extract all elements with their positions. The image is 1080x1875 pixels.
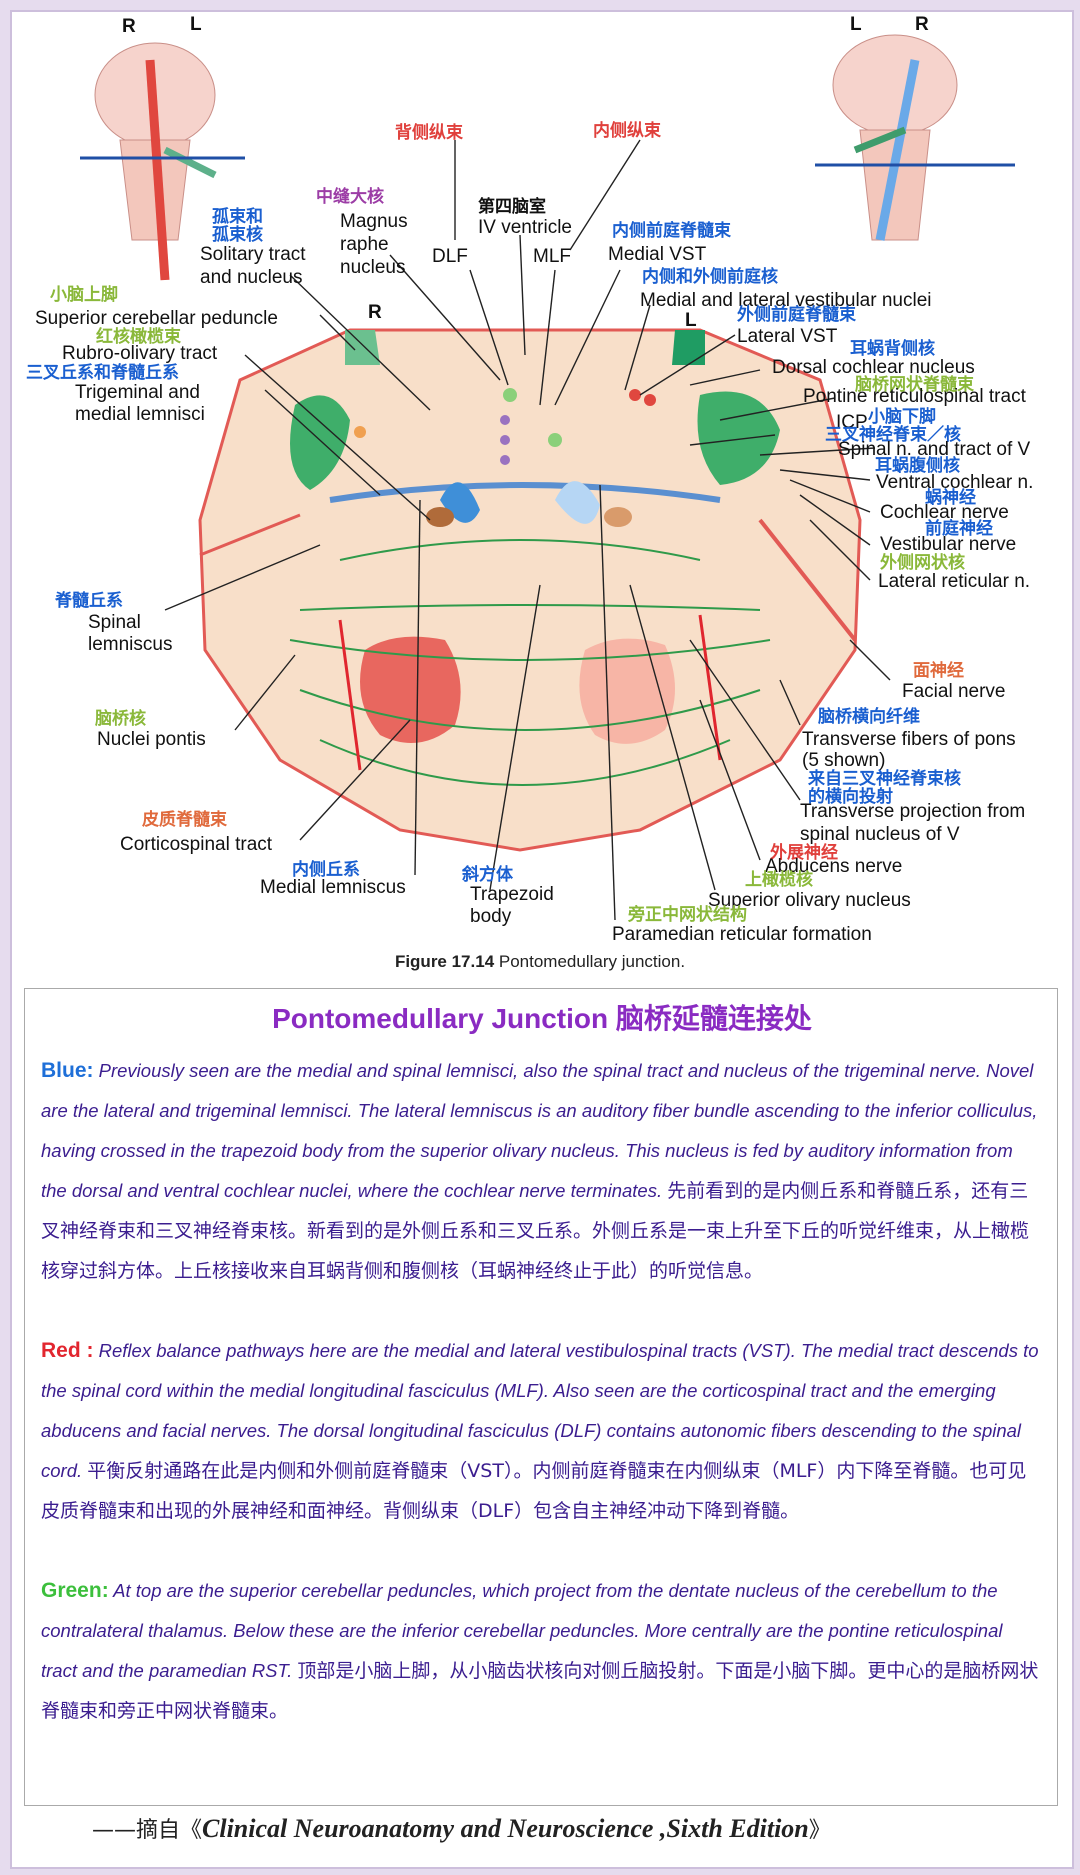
trig-label-cn: 三叉丘系和脊髓丘系: [26, 362, 179, 383]
scp-label-cn: 小脑上脚: [50, 284, 118, 305]
lvst-label-cn: 外侧前庭脊髓束: [737, 304, 856, 325]
section-mark-l: L: [685, 310, 697, 331]
tproj-label-en2: spinal nucleus of V: [800, 824, 960, 845]
mlf-label-en: MLF: [533, 246, 571, 267]
source-prefix: ——摘自《: [92, 1818, 202, 1843]
trig-label-en2: medial lemnisci: [75, 404, 205, 425]
raphe-label-en2: raphe: [340, 234, 389, 255]
right-corner-r: R: [915, 14, 929, 35]
facial-label-en: Facial nerve: [902, 681, 1006, 702]
right-brainstem-sketch: [815, 35, 1015, 240]
transverse-label-cn: 脑桥横向纤维: [818, 706, 920, 727]
spinal-label-en1: Spinal: [88, 612, 141, 633]
red-paragraph: Red : Reflex balance pathways here are t…: [41, 1331, 1043, 1531]
raphe-label-en1: Magnus: [340, 211, 408, 232]
section-mark-r: R: [368, 302, 382, 323]
left-corner-r: R: [122, 16, 136, 37]
explanation-box: Pontomedullary Junction 脑桥延髓连接处 Blue: Pr…: [24, 988, 1058, 1806]
pons-cross-section: [200, 330, 860, 850]
lvst-label-en: Lateral VST: [737, 326, 838, 347]
trap-label-cn: 斜方体: [461, 864, 514, 885]
raphe-label-cn: 中缝大核: [316, 186, 384, 207]
pontomedullary-diagram: R L L R: [0, 0, 1080, 950]
son-label-cn: 上橄榄核: [745, 869, 813, 890]
trig-label-en1: Trigeminal and: [75, 382, 200, 403]
prf-label-en: Paramedian reticular formation: [612, 924, 872, 945]
source-citation: ——摘自《Clinical Neuroanatomy and Neuroscie…: [92, 1812, 831, 1844]
trap-label-en2: body: [470, 906, 512, 927]
ivv-label-en: IV ventricle: [478, 217, 572, 238]
vestnuc-label-cn: 内侧和外侧前庭核: [642, 266, 778, 287]
raphe-label-en3: nucleus: [340, 257, 406, 278]
solitary-label-en1: Solitary tract: [200, 244, 306, 265]
cst-label-en: Corticospinal tract: [120, 834, 273, 855]
right-corner-l: L: [850, 14, 862, 35]
latret-label-en: Lateral reticular n.: [878, 571, 1030, 592]
source-suffix: 》: [809, 1818, 831, 1843]
left-son: [426, 507, 454, 527]
dlf-label-en: DLF: [432, 246, 468, 267]
mvst-label-en: Medial VST: [608, 244, 707, 265]
figure-caption: Figure 17.14 Pontomedullary junction.: [0, 952, 1080, 972]
source-title: Clinical Neuroanatomy and Neuroscience ,…: [202, 1814, 809, 1843]
ml-label-en: Medial lemniscus: [260, 877, 406, 898]
blue-key: Blue:: [41, 1059, 94, 1082]
solitary-label-en2: and nucleus: [200, 267, 302, 288]
right-superior-peduncle: [672, 330, 705, 365]
red-key: Red :: [41, 1339, 94, 1362]
ivv-label-cn: 第四脑室: [478, 196, 546, 217]
green-key: Green:: [41, 1579, 109, 1602]
transverse-label-en1: Transverse fibers of pons: [802, 729, 1016, 750]
prf-label-cn: 旁正中网状结构: [627, 904, 747, 925]
transverse-label-en2: (5 shown): [802, 750, 885, 771]
pontis-label-cn: 脑桥核: [95, 708, 146, 729]
icp-label-cn: 小脑下脚: [868, 406, 936, 427]
cst-label-cn: 皮质脊髓束: [142, 809, 227, 830]
rubro-label-en: Rubro-olivary tract: [62, 343, 218, 364]
solitary-label-cn2: 孤束核: [212, 224, 263, 245]
left-superior-peduncle: [345, 330, 380, 365]
pontis-label-en: Nuclei pontis: [97, 729, 206, 750]
tproj-label-cn1: 来自三叉神经脊束核: [807, 768, 961, 789]
scp-label-en: Superior cerebellar peduncle: [35, 308, 278, 329]
trap-label-en1: Trapezoid: [470, 884, 554, 905]
mlf-label-cn: 内侧纵束: [593, 120, 661, 141]
caption-text: Pontomedullary junction.: [494, 952, 685, 971]
facial-label-cn: 面神经: [913, 660, 964, 681]
latret-label-cn: 外侧网状核: [880, 552, 965, 573]
red-text-cn: 平衡反射通路在此是内侧和外侧前庭脊髓束（VST）。内侧前庭脊髓束在内侧纵束（ML…: [41, 1460, 1026, 1522]
spinal-label-en2: lemniscus: [88, 634, 172, 655]
green-paragraph: Green: At top are the superior cerebella…: [41, 1571, 1043, 1731]
blue-paragraph: Blue: Previously seen are the medial and…: [41, 1051, 1043, 1291]
left-corner-l: L: [190, 14, 202, 35]
caption-label: Figure 17.14: [395, 952, 494, 971]
tproj-label-en1: Transverse projection from: [800, 801, 1025, 822]
explanation-title: Pontomedullary Junction 脑桥延髓连接处: [41, 997, 1043, 1037]
vestn-label-en: Vestibular nerve: [880, 534, 1016, 555]
dcn-label-cn: 耳蜗背侧核: [850, 338, 935, 359]
solitary-label-cn1: 孤束和: [212, 206, 263, 227]
dlf-label-cn: 背侧纵束: [395, 122, 463, 143]
mvst-label-cn: 内侧前庭脊髓束: [612, 220, 731, 241]
spinal-label-cn: 脊髓丘系: [54, 590, 123, 611]
prst-label-en: Pontine reticulospinal tract: [803, 386, 1027, 407]
